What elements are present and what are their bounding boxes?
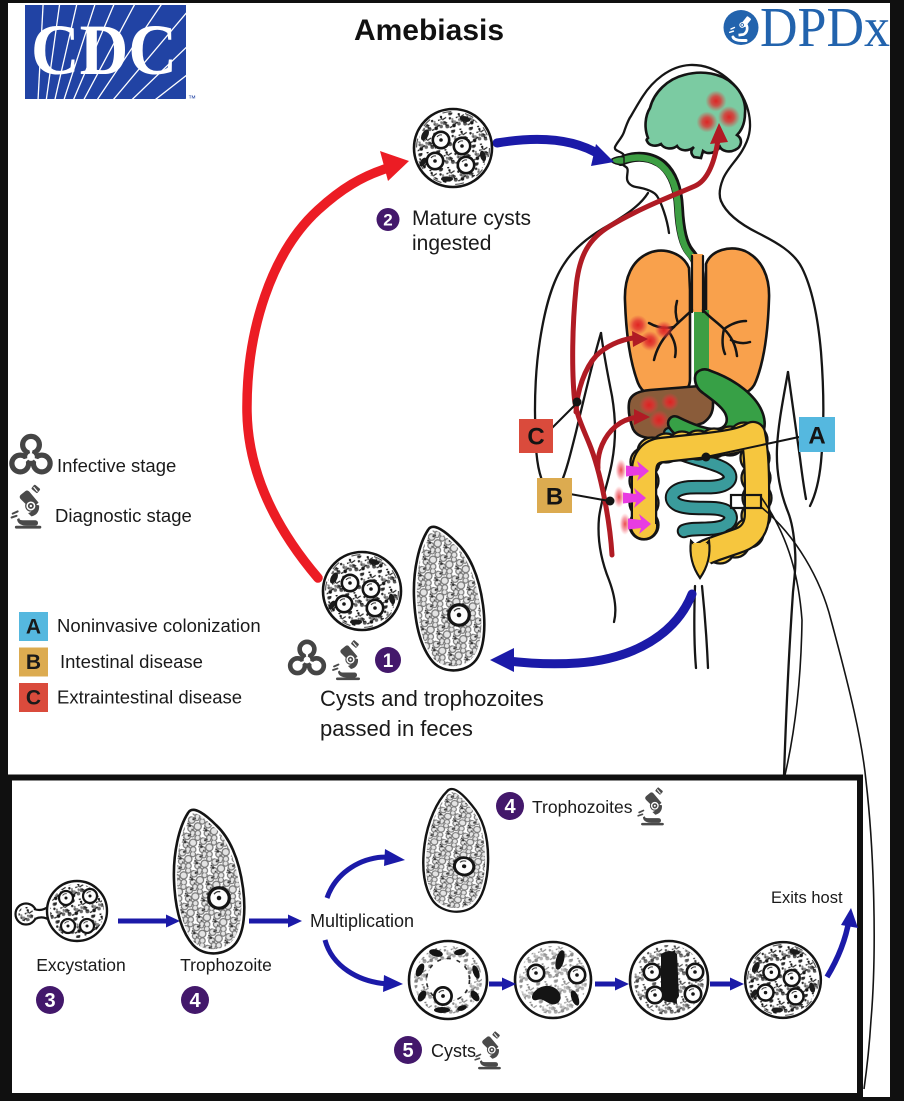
svg-text:A: A [26,616,41,639]
svg-text:A: A [808,423,825,450]
svg-text:Diagnostic stage: Diagnostic stage [55,505,192,526]
svg-text:Noninvasive colonization: Noninvasive colonization [57,615,261,636]
svg-text:Amebiasis: Amebiasis [354,14,504,47]
svg-text:B: B [26,651,41,674]
svg-text:ingested: ingested [412,232,491,255]
svg-text:4: 4 [189,990,201,1012]
svg-text:passed in feces: passed in feces [320,716,473,741]
svg-text:Cysts and trophozoites: Cysts and trophozoites [320,686,544,711]
svg-text:C: C [26,687,41,710]
svg-text:B: B [546,484,563,511]
svg-text:Excystation: Excystation [36,955,125,975]
svg-text:4: 4 [504,796,516,818]
svg-text:Trophozoites: Trophozoites [532,797,633,817]
svg-text:™: ™ [188,94,196,103]
svg-text:Cysts: Cysts [431,1041,476,1061]
svg-text:Mature cysts: Mature cysts [412,207,531,230]
svg-text:Extraintestinal disease: Extraintestinal disease [57,687,242,708]
svg-text:CDC: CDC [31,10,177,90]
svg-text:Infective stage: Infective stage [57,455,176,476]
svg-text:Trophozoite: Trophozoite [180,955,272,975]
svg-text:Exits host: Exits host [771,889,843,907]
svg-text:1: 1 [383,651,394,672]
svg-text:Multiplication: Multiplication [310,911,414,931]
svg-text:DPDx: DPDx [760,0,890,59]
svg-text:C: C [527,424,544,451]
svg-text:2: 2 [383,211,392,230]
svg-text:Intestinal disease: Intestinal disease [60,651,203,672]
svg-text:5: 5 [402,1040,413,1062]
svg-text:3: 3 [44,990,55,1012]
